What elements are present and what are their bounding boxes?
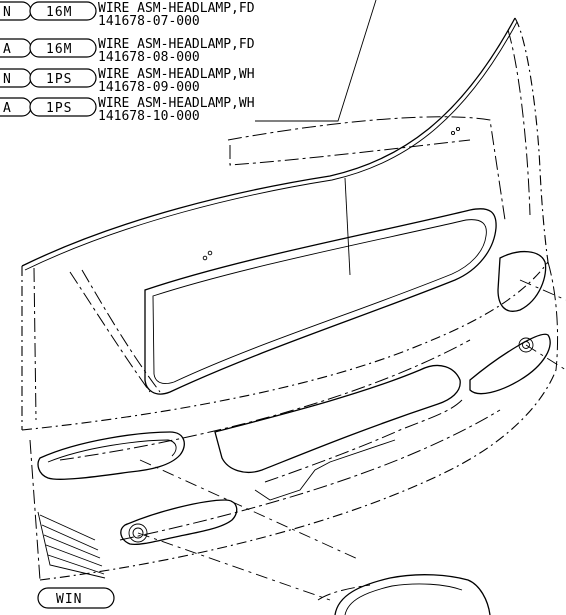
- part-number: 141678-10-000: [98, 109, 200, 124]
- right-lamp-opening-lower: [469, 333, 551, 395]
- bumper-left-end: [29, 439, 41, 581]
- feature-code: 1PS: [46, 101, 72, 116]
- callout-row-4: A 1PS WIRE ASM-HEADLAMP,WH 141678-10-000: [0, 96, 255, 124]
- grille-slat: [41, 524, 99, 551]
- option-code: A: [3, 42, 12, 57]
- harness-leader-1: [139, 459, 361, 561]
- hood-crease-left-2: [81, 269, 161, 393]
- bumper-upper-crease: [59, 339, 471, 461]
- harness-leader-2: [137, 532, 331, 601]
- headlamp-inner: [344, 583, 463, 615]
- left-fog-lamp-lens: [132, 527, 144, 539]
- grille-slat: [43, 534, 101, 559]
- grille-slat: [45, 544, 103, 567]
- headlamp-dash: [317, 584, 371, 601]
- bumper-lower-crease: [119, 409, 501, 541]
- option-code: N: [3, 72, 12, 87]
- mount-hole: [450, 130, 456, 136]
- mount-hole: [202, 255, 208, 261]
- right-fog-lamp-lens: [522, 341, 530, 349]
- callout-row-2: A 16M WIRE ASM-HEADLAMP,FD 141678-08-000: [0, 37, 255, 65]
- feature-code: 16M: [46, 42, 72, 57]
- hood-panel: [21, 17, 549, 430]
- callout-row-3: N 1PS WIRE ASM-HEADLAMP,WH 141678-09-000: [0, 67, 255, 95]
- mount-hole: [455, 126, 461, 132]
- grille-recess: [214, 364, 461, 473]
- callout-leader: [255, 0, 377, 122]
- right-fog-lamp: [518, 337, 534, 353]
- left-fog-lamp-housing: [120, 499, 238, 546]
- hood-top-edge-inner: [24, 21, 518, 271]
- option-code: A: [3, 101, 12, 116]
- hood-left-inner: [33, 267, 37, 421]
- lower-grille-frame: [37, 511, 106, 579]
- code-pill: [29, 1, 97, 21]
- hood-center-line: [344, 177, 351, 276]
- part-number: 141678-07-000: [98, 14, 200, 29]
- grille-slat: [47, 554, 105, 575]
- tow-hook-profile: [254, 439, 396, 501]
- code-pill: [29, 38, 97, 58]
- feature-code: 16M: [46, 5, 72, 20]
- headlamp-assembly: [317, 574, 491, 615]
- part-number: 141678-09-000: [98, 80, 200, 95]
- hood-top-edge: [21, 17, 516, 267]
- windshield-opening: [144, 116, 506, 395]
- hood-right-inner: [507, 29, 531, 216]
- hood-crease-left: [69, 271, 151, 393]
- front-bumper: [21, 251, 559, 581]
- part-description: WIRE ASM-HEADLAMP,WH: [98, 96, 255, 111]
- bumper-top-edge: [21, 261, 549, 431]
- windshield-outer: [144, 208, 497, 395]
- view-tag-win: WIN: [37, 587, 115, 609]
- windshield-inner: [152, 219, 487, 385]
- left-lamp-inner: [47, 439, 177, 463]
- bumper-right-end: [547, 261, 559, 371]
- part-number: 141678-08-000: [98, 50, 200, 65]
- mount-hole: [207, 250, 213, 256]
- left-lamp-opening: [37, 431, 185, 480]
- view-tag-label: WIN: [56, 592, 82, 607]
- code-pill: [29, 97, 97, 117]
- grille-lower-step: [264, 399, 463, 483]
- part-description: WIRE ASM-HEADLAMP,FD: [98, 1, 255, 16]
- feature-code: 1PS: [46, 72, 72, 87]
- option-code: N: [3, 5, 12, 20]
- grille-slat: [39, 514, 96, 541]
- harness-leader-4: [525, 344, 566, 371]
- upper-window-lower: [229, 139, 471, 166]
- view-tag-pill: [37, 587, 115, 609]
- left-fog-lamp: [128, 523, 148, 543]
- harness-leader-3: [519, 279, 566, 301]
- upper-window-dash: [227, 116, 506, 221]
- code-pill: [29, 68, 97, 88]
- headlamp-housing: [334, 574, 491, 615]
- part-description: WIRE ASM-HEADLAMP,WH: [98, 67, 255, 82]
- bumper-bottom-edge: [39, 369, 557, 581]
- right-lamp-opening-upper: [497, 251, 547, 312]
- callout-row-1: N 16M WIRE ASM-HEADLAMP,FD 141678-07-000: [0, 1, 255, 29]
- part-description: WIRE ASM-HEADLAMP,FD: [98, 37, 255, 52]
- hood-right-edge: [514, 17, 549, 263]
